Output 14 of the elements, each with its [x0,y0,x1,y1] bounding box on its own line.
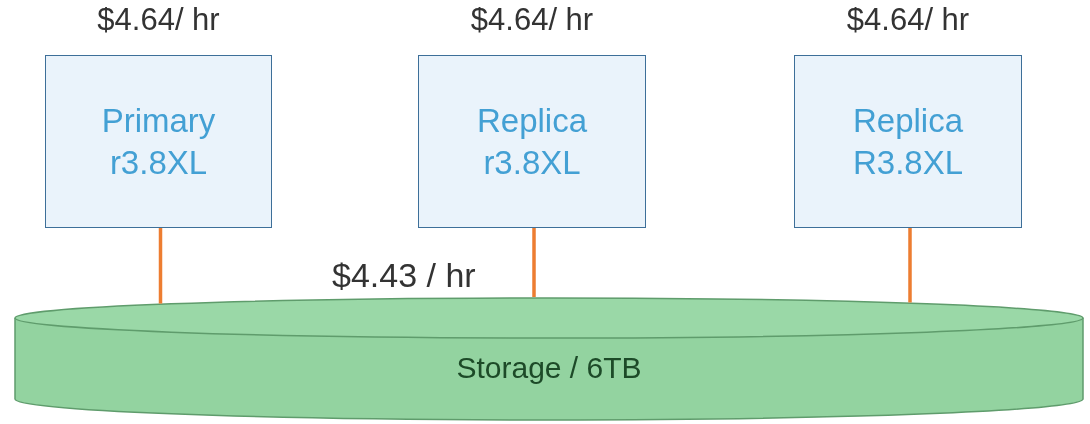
instance-label: Primary r3.8XL [100,100,217,183]
price-label: $4.64/ hr [470,4,594,35]
connector-line [908,228,912,303]
price-label: $4.43 / hr [332,258,476,292]
connector-line [532,228,536,297]
instance-box [794,55,1022,228]
instance-box [418,55,646,228]
price-label: $4.64/ hr [846,4,970,35]
connector-line [158,228,163,304]
instance-label: Replica R3.8XL [851,100,965,183]
price-label: $4.64/ hr [97,4,220,35]
instance-box [45,55,272,228]
instance-label: Replica r3.8XL [475,100,589,183]
storage-label: Storage / 6TB [456,353,642,383]
